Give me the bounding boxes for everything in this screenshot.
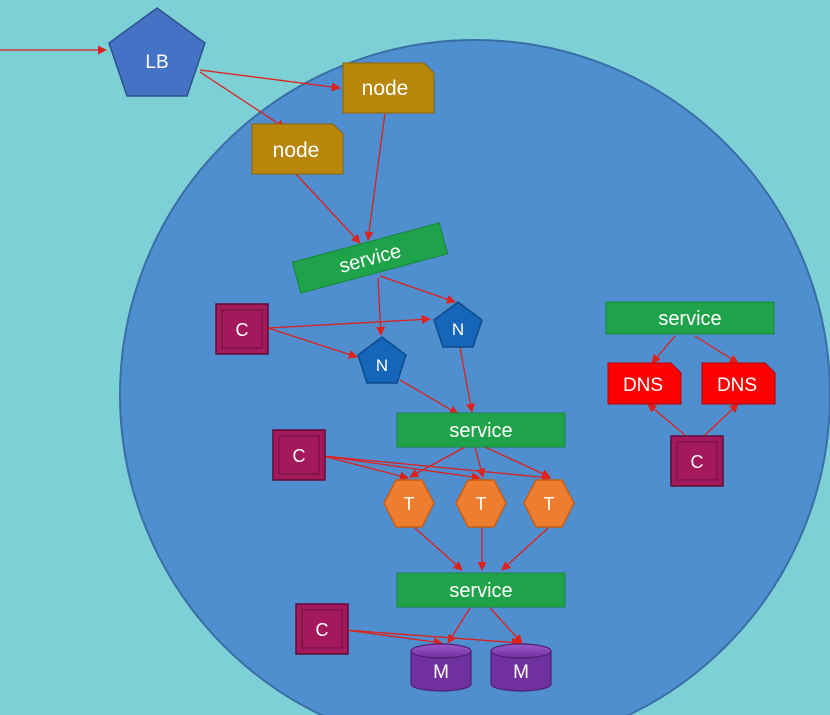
load-balancer-label: LB [145, 52, 168, 73]
client-box: C [670, 435, 724, 487]
service-label: service [658, 308, 721, 330]
load-balancer: LB [108, 7, 206, 97]
hexagon-shape [523, 479, 575, 528]
pod-t-label: T [476, 494, 487, 514]
pentagon-shape [108, 7, 206, 97]
pod-t: T [523, 479, 575, 528]
service-box: service [605, 301, 775, 335]
dns-box: DNS [607, 362, 682, 405]
pod-n-label: N [376, 356, 388, 375]
pod-n: N [433, 301, 483, 348]
pod-n: N [357, 336, 407, 384]
service-box: service [396, 412, 566, 448]
dns-label: DNS [717, 375, 757, 396]
dns-shape [701, 362, 776, 405]
client-box: C [295, 603, 349, 655]
pod-n-label: N [452, 320, 464, 339]
cylinder-shape [410, 650, 472, 692]
hexagon-shape [455, 479, 507, 528]
client-label: C [293, 446, 306, 466]
node-box: node [251, 123, 344, 175]
pod-t-label: T [544, 494, 555, 514]
node-box: node [342, 62, 435, 114]
dns-label: DNS [623, 375, 663, 396]
dns-box: DNS [701, 362, 776, 405]
pod-m: M [410, 643, 472, 692]
pentagon-shape [433, 301, 483, 348]
pentagon-shape [357, 336, 407, 384]
node-label: node [273, 139, 320, 162]
node-shape [251, 123, 344, 175]
hexagon-shape [383, 479, 435, 528]
client-box: C [272, 429, 326, 481]
service-box: service [396, 572, 566, 608]
service-label: service [449, 580, 512, 602]
client-label: C [236, 320, 249, 340]
cylinder-shape [490, 650, 552, 692]
pod-t: T [383, 479, 435, 528]
pod-m-label: M [433, 662, 449, 683]
pod-t-label: T [404, 494, 415, 514]
pod-t: T [455, 479, 507, 528]
pod-m-label: M [513, 662, 529, 683]
cluster-circle [119, 39, 830, 715]
client-label: C [691, 452, 704, 472]
node-shape [342, 62, 435, 114]
client-box: C [215, 303, 269, 355]
client-label: C [316, 620, 329, 640]
pod-m: M [490, 643, 552, 692]
dns-shape [607, 362, 682, 405]
service-label: service [449, 420, 512, 442]
node-label: node [362, 77, 409, 100]
connection-arrows [0, 45, 739, 647]
